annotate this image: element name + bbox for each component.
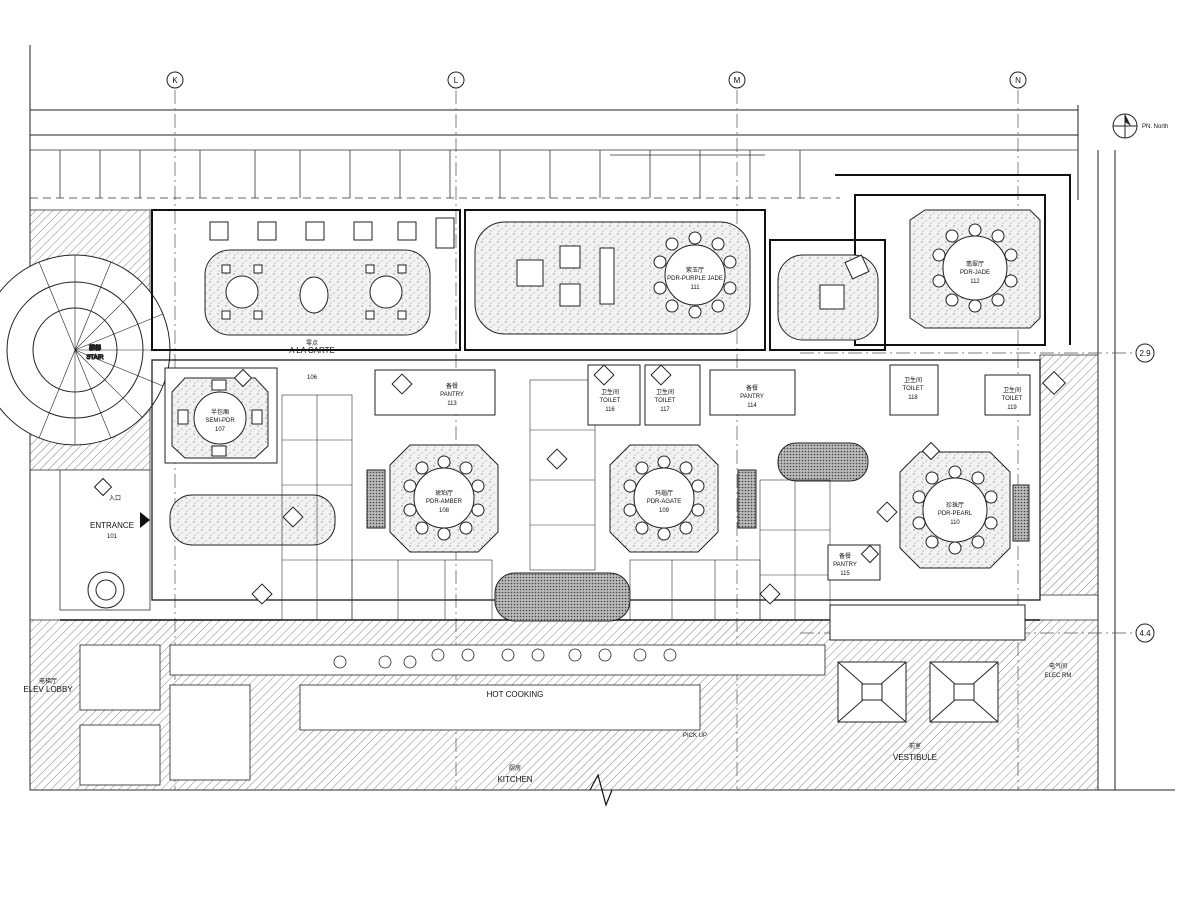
- svg-text:A LA CARTE: A LA CARTE: [289, 346, 335, 355]
- break-line: [589, 773, 613, 807]
- svg-text:TOILET: TOILET: [600, 398, 621, 404]
- svg-text:M: M: [734, 76, 741, 85]
- svg-text:N: N: [1015, 76, 1021, 85]
- svg-text:107: 107: [215, 427, 226, 433]
- svg-text:114: 114: [747, 403, 757, 409]
- svg-text:PDR-AGATE: PDR-AGATE: [647, 499, 682, 505]
- service-labels: 备餐 PANTRY 113 备餐 PANTRY 114 备餐 PANTRY 11…: [440, 376, 1023, 577]
- room-lounge: [777, 254, 879, 341]
- svg-text:TOILET: TOILET: [903, 386, 924, 392]
- svg-text:电气间: 电气间: [1049, 662, 1067, 670]
- room-pdr-agate: 玛瑙厅 PDR-AGATE 109: [609, 444, 757, 553]
- svg-text:紫玉厅: 紫玉厅: [686, 266, 704, 274]
- parking-strip: [30, 149, 1078, 199]
- svg-text:K: K: [172, 76, 178, 85]
- svg-text:STAIR: STAIR: [86, 355, 104, 361]
- svg-text:PDR-PEARL: PDR-PEARL: [938, 511, 973, 517]
- svg-text:109: 109: [659, 508, 670, 514]
- svg-text:111: 111: [690, 285, 700, 291]
- svg-text:珍珠厅: 珍珠厅: [946, 501, 964, 509]
- kitchen-labels: HOT COOKING PICK UP 厨房 KITCHEN 电梯厅 ELEV …: [23, 677, 707, 784]
- svg-text:卫生间: 卫生间: [601, 388, 619, 396]
- svg-text:106: 106: [307, 375, 318, 381]
- vestibule-labels: 前室 VESTIBULE 电气间 ELEC RM: [893, 662, 1071, 762]
- svg-text:翡翠厅: 翡翠厅: [966, 260, 984, 268]
- room-a-la-carte: 零点 A LA CARTE 106: [204, 217, 455, 381]
- grid-bubble-4-4: 4.4: [1135, 623, 1155, 643]
- feature-planters: [169, 442, 869, 622]
- grid-bubble-2-9: 2.9: [1135, 343, 1155, 363]
- svg-text:琥珀厅: 琥珀厅: [435, 489, 453, 497]
- grid-bubble-k: K: [166, 71, 184, 89]
- svg-text:4.4: 4.4: [1139, 629, 1151, 638]
- vestibule-area: [829, 604, 1026, 723]
- svg-text:HOT COOKING: HOT COOKING: [487, 690, 544, 699]
- svg-text:半包厢: 半包厢: [211, 408, 229, 416]
- svg-text:117: 117: [660, 407, 670, 413]
- svg-text:电梯厅: 电梯厅: [39, 677, 57, 685]
- north-arrow-icon: PN. North: [1112, 113, 1168, 139]
- service-rooms: [374, 364, 1031, 581]
- svg-text:ENTRANCE: ENTRANCE: [90, 521, 134, 530]
- kitchen-equipment: [79, 644, 826, 786]
- grid-bubble-n: N: [1009, 71, 1027, 89]
- grid-bubble-l: L: [447, 71, 465, 89]
- svg-text:KITCHEN: KITCHEN: [497, 775, 532, 784]
- svg-text:PANTRY: PANTRY: [740, 394, 764, 400]
- svg-text:TOILET: TOILET: [655, 398, 676, 404]
- svg-text:ELEC RM: ELEC RM: [1045, 673, 1072, 679]
- round-table: [653, 231, 737, 319]
- spiral-stair: 楼梯 STAIR: [0, 254, 171, 446]
- svg-text:零点: 零点: [306, 339, 318, 347]
- svg-text:101: 101: [107, 534, 118, 540]
- corridor-grid: [281, 379, 831, 621]
- svg-text:L: L: [454, 76, 459, 85]
- column-symbols: [93, 364, 1067, 605]
- svg-text:SEMI-PDR: SEMI-PDR: [205, 418, 235, 424]
- svg-text:卫生间: 卫生间: [656, 388, 674, 396]
- svg-text:备餐: 备餐: [839, 552, 851, 560]
- svg-text:卫生间: 卫生间: [1003, 386, 1021, 394]
- svg-text:PDR-JADE: PDR-JADE: [960, 270, 990, 276]
- svg-text:2.9: 2.9: [1139, 349, 1151, 358]
- svg-text:112: 112: [970, 279, 980, 285]
- svg-text:116: 116: [605, 407, 615, 413]
- svg-text:TOILET: TOILET: [1002, 396, 1023, 402]
- svg-text:备餐: 备餐: [446, 382, 458, 390]
- svg-text:108: 108: [439, 508, 450, 514]
- room-pdr-pearl: 珍珠厅 PDR-PEARL 110: [899, 451, 1030, 569]
- svg-text:PDR-PURPLE JADE: PDR-PURPLE JADE: [667, 276, 723, 282]
- room-pdr-purple-jade: 紫玉厅 PDR-PURPLE JADE 111: [474, 221, 751, 335]
- room-pdr-amber: 琥珀厅 PDR-AMBER 108: [366, 444, 499, 553]
- svg-text:前室: 前室: [909, 742, 921, 750]
- svg-text:119: 119: [1007, 405, 1017, 411]
- svg-text:备餐: 备餐: [746, 384, 758, 392]
- grid-bubble-m: M: [728, 71, 746, 89]
- svg-text:VESTIBULE: VESTIBULE: [893, 753, 937, 762]
- svg-text:110: 110: [950, 520, 960, 526]
- entrance-area: 入口 ENTRANCE 101: [87, 495, 150, 609]
- room-pdr-jade: 翡翠厅 PDR-JADE 112: [909, 209, 1041, 329]
- room-semi-pdr: 半包厢 SEMI-PDR 107: [164, 367, 278, 464]
- svg-text:PN. North: PN. North: [1142, 124, 1168, 130]
- svg-text:入口: 入口: [109, 495, 121, 502]
- svg-text:ELEV LOBBY: ELEV LOBBY: [23, 685, 73, 694]
- svg-text:卫生间: 卫生间: [904, 376, 922, 384]
- svg-text:113: 113: [447, 401, 457, 407]
- svg-text:PICK UP: PICK UP: [683, 733, 707, 739]
- svg-text:楼梯: 楼梯: [89, 344, 101, 352]
- svg-text:PANTRY: PANTRY: [440, 392, 464, 398]
- svg-text:玛瑙厅: 玛瑙厅: [655, 489, 673, 497]
- table-group: [221, 264, 407, 320]
- floor-outline: [60, 174, 1071, 621]
- svg-text:PANTRY: PANTRY: [833, 562, 857, 568]
- svg-text:118: 118: [908, 395, 918, 401]
- svg-text:厨房: 厨房: [509, 764, 521, 772]
- svg-text:115: 115: [840, 571, 850, 577]
- svg-text:PDR-AMBER: PDR-AMBER: [426, 499, 463, 505]
